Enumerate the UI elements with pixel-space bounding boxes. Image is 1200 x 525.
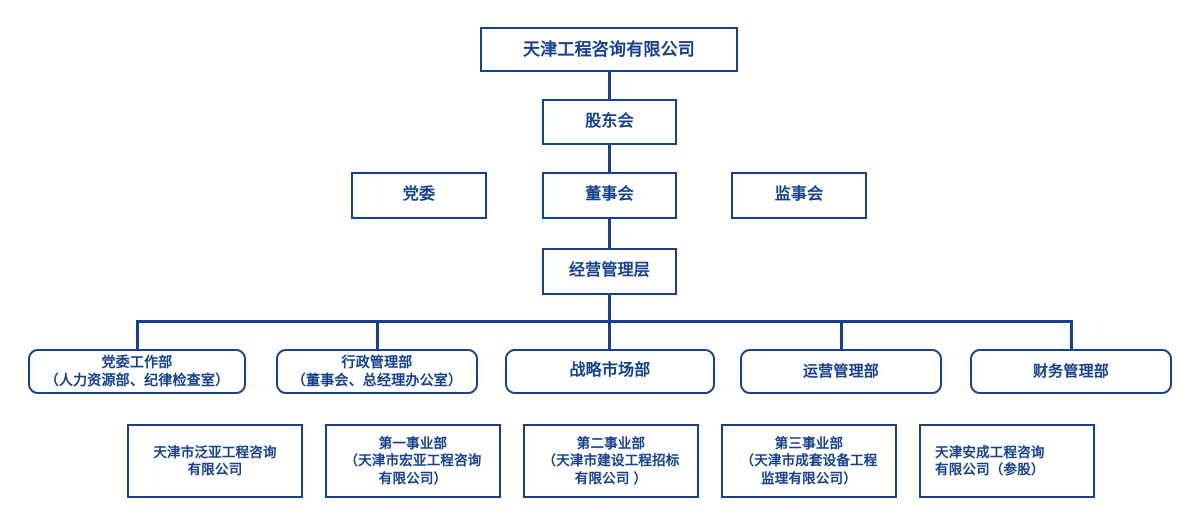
- connector-drop-dept-2: [376, 320, 379, 349]
- connector-drop-dept-4: [840, 320, 843, 349]
- node-party-committee[interactable]: 党委: [351, 172, 487, 219]
- connector-drop-dept-3: [608, 320, 611, 349]
- connector-management-to-bus: [608, 294, 611, 322]
- node-board-of-directors[interactable]: 董事会: [542, 172, 677, 219]
- connector-shareholders-to-board: [608, 144, 611, 174]
- node-subsidiary-5[interactable]: 天津安成工程咨询 有限公司（参股）: [919, 424, 1095, 498]
- node-subsidiary-4[interactable]: 第三事业部 （天津市成套设备工程 监理有限公司）: [721, 424, 897, 498]
- node-department-3[interactable]: 战略市场部: [505, 349, 715, 394]
- node-department-5[interactable]: 财务管理部: [970, 349, 1172, 394]
- connector-board-to-management: [608, 218, 611, 249]
- connector-drop-dept-1: [136, 320, 139, 349]
- node-department-2[interactable]: 行政管理部 （董事会、总经理办公室）: [276, 349, 478, 394]
- node-department-1[interactable]: 党委工作部 （人力资源部、纪律检查室）: [28, 349, 246, 394]
- node-subsidiary-3[interactable]: 第二事业部 （天津市建设工程招标 有限公司 ）: [523, 424, 699, 498]
- node-company[interactable]: 天津工程咨询有限公司: [480, 27, 738, 72]
- node-department-4[interactable]: 运营管理部: [740, 349, 942, 394]
- connector-drop-dept-5: [1070, 320, 1073, 349]
- node-subsidiary-2[interactable]: 第一事业部 （天津市宏亚工程咨询 有限公司）: [325, 424, 501, 498]
- node-management[interactable]: 经营管理层: [542, 248, 677, 295]
- connector-company-to-shareholders: [608, 71, 611, 100]
- connector-department-bus: [136, 320, 1073, 323]
- node-subsidiary-1[interactable]: 天津市泛亚工程咨询 有限公司: [127, 424, 303, 498]
- node-supervisory-board[interactable]: 监事会: [731, 172, 867, 219]
- node-shareholders[interactable]: 股东会: [542, 99, 677, 145]
